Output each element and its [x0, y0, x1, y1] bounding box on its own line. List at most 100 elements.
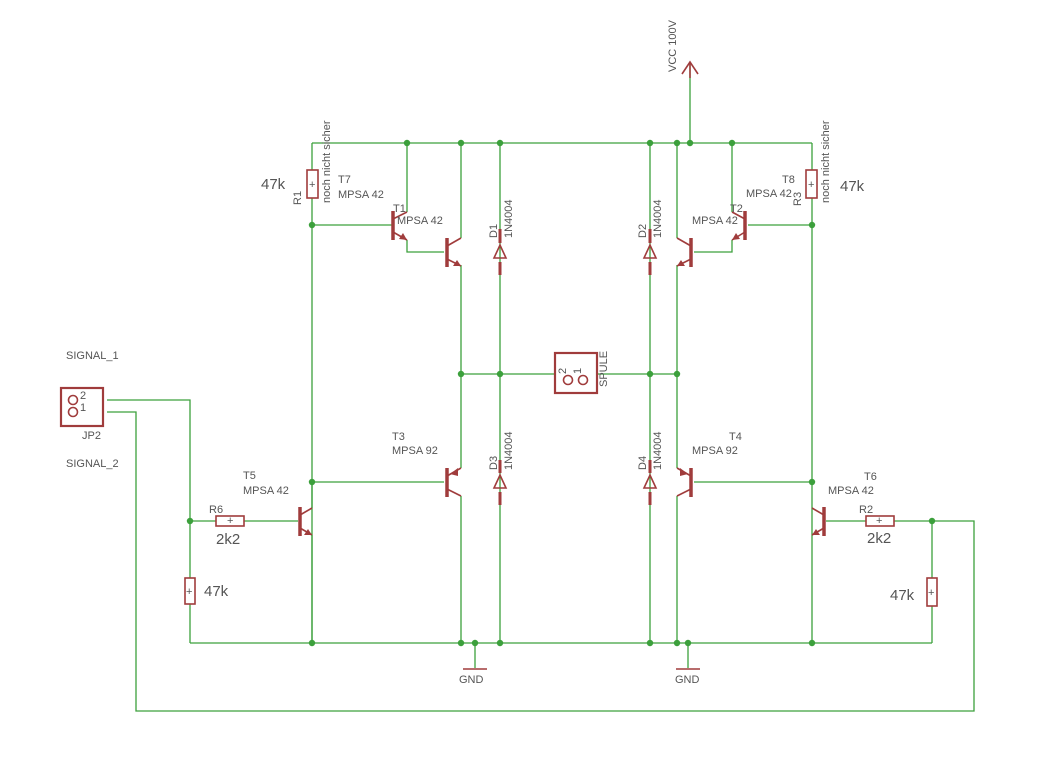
transistor-t7: T7 MPSA 42: [338, 174, 408, 241]
resistor-right-bottom: + 47k: [890, 577, 938, 607]
resistor-plus-mark: +: [227, 515, 233, 527]
diode-d1-type: 1N4004: [503, 199, 515, 238]
resistor-plus-mark: +: [876, 515, 882, 527]
junction: [457, 139, 465, 147]
resistor-r6-name: R6: [209, 504, 223, 516]
resistor-left-bottom: + 47k: [184, 577, 229, 605]
jp2-pin1-icon: [67, 406, 79, 418]
junction: [808, 478, 816, 486]
junction: [403, 139, 411, 147]
resistor-r3-name: R3: [792, 192, 804, 206]
transistor-t4-type: MPSA 92: [692, 445, 738, 457]
junction: [308, 221, 316, 229]
junction: [728, 139, 736, 147]
transistor-t5-name: T5: [243, 470, 256, 482]
transistor-t7-type: MPSA 42: [338, 189, 384, 201]
transistor-arrow-icon: [680, 468, 688, 476]
jp2-pin2-icon: [67, 394, 79, 406]
diode-d3: D3 1N4004: [488, 431, 515, 505]
diode-d2-name: D2: [637, 224, 649, 238]
transistor-t5-type: MPSA 42: [243, 485, 289, 497]
junction: [673, 139, 681, 147]
resistor-r1-value: 47k: [261, 176, 286, 193]
transistor-t2: T2 MPSA 42: [676, 203, 743, 267]
transistor-t3-name: T3: [392, 431, 405, 443]
wire-signal1: [107, 399, 191, 578]
spule-pin2-icon: [562, 374, 574, 386]
resistor-r2-name: R2: [859, 504, 873, 516]
signal-1-label: SIGNAL_1: [66, 350, 119, 362]
transistor-arrow-icon: [450, 468, 458, 476]
wire-t8-emitter: [694, 240, 733, 253]
transistor-t1-type: MPSA 42: [397, 215, 443, 227]
junction: [686, 139, 694, 147]
transistor-t5-collector-leg: [299, 507, 313, 516]
wire-r2-right: [107, 411, 975, 712]
spule-body: [553, 351, 599, 395]
diode-d4-name: D4: [637, 456, 649, 470]
transistor-arrow-icon: [304, 529, 312, 535]
transistor-t6-name: T6: [864, 471, 877, 483]
spule-pin2-label: 2: [557, 368, 569, 374]
transistor-t1-collector-leg: [446, 237, 462, 247]
spule-connector: 2 1 SPULE: [553, 351, 610, 395]
junctions: [186, 139, 936, 647]
jp2-pin2-label: 2: [80, 390, 86, 402]
signal-2-label: SIGNAL_2: [66, 458, 119, 470]
vcc-supply: VCC 100V: [667, 19, 699, 78]
transistor-t6-type: MPSA 42: [828, 485, 874, 497]
junction: [186, 517, 194, 525]
resistor-plus-mark: +: [309, 179, 315, 191]
gnd-left: GND: [459, 668, 487, 686]
transistor-t4-name: T4: [729, 431, 742, 443]
vcc-label: VCC 100V: [667, 19, 679, 72]
diode-d3-name: D3: [488, 456, 500, 470]
junction: [673, 639, 681, 647]
junction: [496, 139, 504, 147]
resistor-plus-mark: +: [808, 179, 814, 191]
junction: [471, 639, 479, 647]
resistor-r3-value: 47k: [840, 178, 865, 195]
transistor-t7-collector-leg: [392, 211, 408, 220]
transistor-t4-collector-leg: [676, 488, 692, 497]
transistor-t5: T5 MPSA 42: [243, 470, 313, 643]
diode-d1: D1 1N4004: [488, 199, 515, 275]
transistor-t3-collector-leg: [446, 488, 462, 497]
junction: [646, 639, 654, 647]
resistor-right-bottom-body: [926, 577, 938, 607]
transistor-t6-collector-leg: [811, 507, 825, 516]
transistor-t3-type: MPSA 92: [392, 445, 438, 457]
transistor-t8: T8 MPSA 42: [731, 174, 795, 241]
resistor-plus-mark: +: [928, 587, 934, 599]
transistor-arrow-icon: [732, 233, 740, 240]
junction: [646, 139, 654, 147]
note-noch-nicht-sicher-right: noch nicht sicher: [820, 120, 832, 203]
transistor-t8-collector-leg: [731, 211, 746, 220]
gnd-right-label: GND: [675, 674, 700, 686]
gnd-left-label: GND: [459, 674, 484, 686]
note-noch-nicht-sicher-left: noch nicht sicher: [321, 120, 333, 203]
resistor-left-bottom-value: 47k: [204, 583, 229, 600]
transistor-t2-type: MPSA 42: [692, 215, 738, 227]
junction: [457, 639, 465, 647]
gnd-right: GND: [675, 668, 700, 686]
diode-d3-triangle-icon: [492, 473, 508, 489]
resistor-r6: + R6 2k2: [209, 504, 245, 548]
jp2-label: JP2: [82, 430, 101, 442]
resistor-right-bottom-value: 47k: [890, 587, 915, 604]
resistor-r2-body: [865, 515, 895, 527]
junction: [646, 370, 654, 378]
transistor-arrow-icon: [399, 233, 407, 240]
junction: [684, 639, 692, 647]
diode-d4: D4 1N4004: [637, 431, 664, 505]
transistor-t8-type: MPSA 42: [746, 188, 792, 200]
resistor-r1-body: [306, 169, 319, 199]
diode-d3-type: 1N4004: [503, 431, 515, 470]
transistor-t8-name: T8: [782, 174, 795, 186]
wires: [107, 62, 975, 712]
diode-d1-triangle-icon: [492, 243, 508, 259]
resistor-r3-body: [805, 169, 818, 199]
junction: [496, 639, 504, 647]
junction: [457, 370, 465, 378]
